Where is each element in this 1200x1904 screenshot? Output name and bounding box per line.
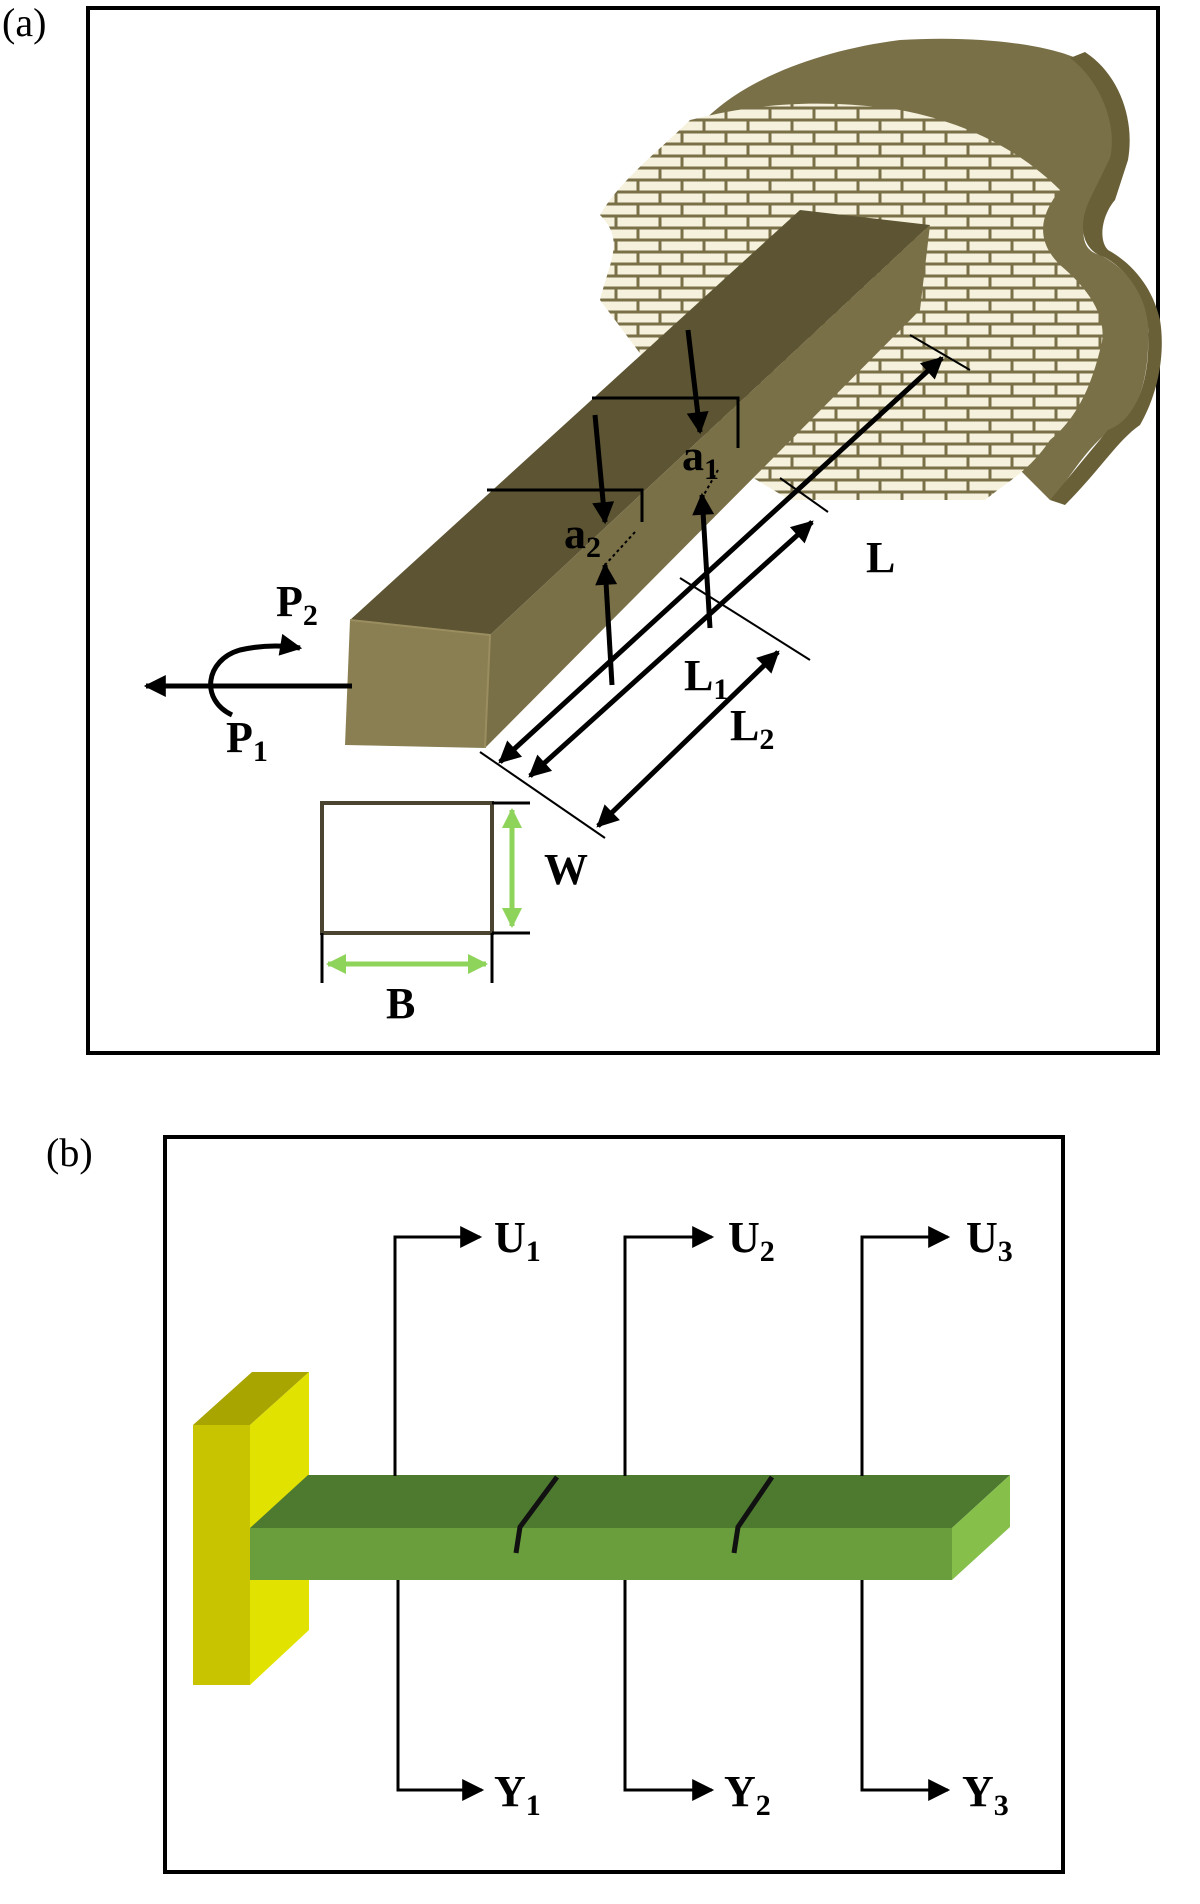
dimension-L1-arrow — [528, 520, 814, 778]
cross-section: W B — [320, 801, 588, 1028]
panel-a: (a) a1 a2 — [2, 0, 1162, 1055]
panel-a-label: (a) — [2, 0, 46, 45]
load-P1-label: P1 — [226, 713, 268, 768]
cross-section-rect — [320, 801, 494, 935]
output-Y2-arrow — [623, 1580, 715, 1801]
dimension-lines: L L1 L2 — [479, 334, 971, 839]
output-U2-arrow — [623, 1226, 715, 1476]
output-Y1-label: Y1 — [494, 1767, 541, 1822]
loads: P2 P1 — [143, 577, 352, 768]
outputs-top: U1 U2 U3 — [393, 1213, 1013, 1476]
output-Y2-label: Y2 — [724, 1767, 771, 1822]
support-front-face — [193, 1425, 250, 1685]
dimension-L2-label: L2 — [730, 701, 774, 756]
moment-arc — [208, 633, 303, 718]
beam-end-edge — [349, 619, 492, 749]
dimension-L1-label: L1 — [684, 651, 728, 706]
wall-outer-rim — [1050, 52, 1162, 505]
width-W-label: W — [544, 845, 588, 894]
output-U2-label: U2 — [728, 1213, 775, 1268]
output-Y3-arrow — [860, 1580, 951, 1801]
cantilever-beam — [250, 1475, 1010, 1580]
panel-b: (b) U1 U2 U3 Y — [46, 1130, 1065, 1874]
output-U1-label: U1 — [494, 1213, 541, 1268]
panel-b-label: (b) — [46, 1130, 93, 1175]
dimension-L-label: L — [866, 533, 895, 582]
beam-b-end-face — [952, 1475, 1010, 1580]
outputs-bottom: Y1 Y2 Y3 — [396, 1580, 1009, 1822]
crack-1 — [513, 1475, 560, 1554]
panel-a-frame — [86, 6, 1160, 1055]
dimension-L2-arrow — [596, 650, 780, 828]
beam-b-top-face — [250, 1475, 1010, 1528]
output-U3-arrow — [860, 1226, 951, 1476]
beam-end-face — [345, 620, 490, 748]
extension-line-L — [909, 334, 971, 371]
output-U3-label: U3 — [966, 1213, 1013, 1268]
breadth-B-label: B — [386, 979, 415, 1028]
output-Y3-label: Y3 — [962, 1767, 1009, 1822]
beam-b-front-face — [250, 1528, 952, 1580]
support-top-face — [193, 1372, 309, 1425]
extension-line-base — [479, 751, 606, 839]
load-P2-label: P2 — [276, 577, 318, 632]
crack-2 — [731, 1475, 775, 1554]
output-U1-arrow — [393, 1226, 483, 1476]
output-Y1-arrow — [396, 1580, 485, 1801]
extension-line-L2 — [679, 577, 811, 661]
panel-b-frame — [163, 1135, 1065, 1874]
